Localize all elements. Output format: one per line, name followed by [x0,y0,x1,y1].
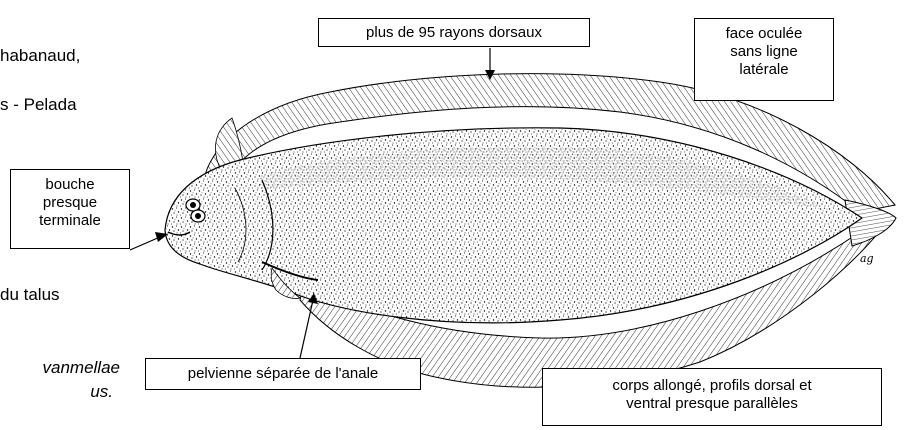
arrow-mouth [130,232,168,250]
label-mouth-line-1: bouche [15,176,125,194]
label-pelvic-text: pelvienne séparée de l'anale [150,365,416,383]
label-eyed-side: face oculée sans ligne latérale [694,18,834,101]
label-dorsal-rays: plus de 95 rayons dorsaux [318,18,590,47]
illustrator-signature: ag [860,252,874,265]
upper-eye-pupil [190,202,196,208]
lower-eye-pupil [195,213,201,219]
label-eyed-side-line-2: sans ligne [699,43,829,61]
label-pelvic: pelvienne séparée de l'anale [145,358,421,390]
label-eyed-side-line-1: face oculée [699,25,829,43]
label-mouth: bouche presque terminale [10,169,130,249]
label-body-shape-line-1: corps allongé, profils dorsal et [547,377,877,395]
label-eyed-side-line-3: latérale [699,61,829,79]
label-body-shape-line-2: ventral presque parallèles [547,395,877,413]
label-body-shape: corps allongé, profils dorsal et ventral… [542,368,882,426]
label-mouth-line-3: terminale [15,212,125,230]
label-mouth-line-2: presque [15,194,125,212]
label-dorsal-rays-text: plus de 95 rayons dorsaux [323,24,585,42]
